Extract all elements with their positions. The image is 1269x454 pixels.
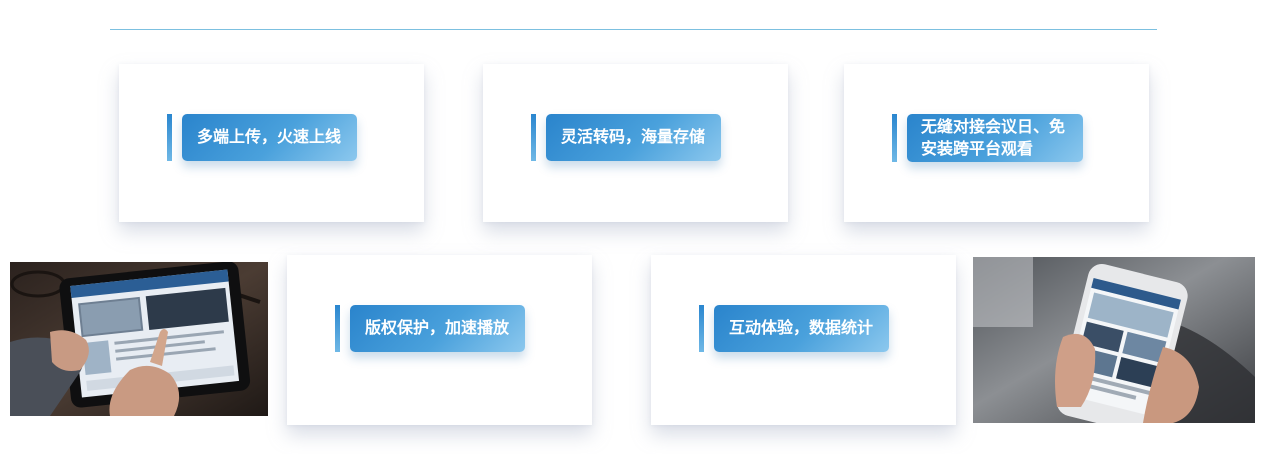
feature-title: 灵活转码，海量存储: [546, 114, 722, 161]
feature-label: 无缝对接会议日、免安装跨平台观看: [892, 114, 1083, 162]
accent-bar: [699, 305, 704, 352]
tablet-photo: [10, 262, 268, 416]
accent-bar: [167, 114, 172, 161]
feature-card-meeting: 无缝对接会议日、免安装跨平台观看: [844, 64, 1149, 222]
feature-label: 多端上传，火速上线: [167, 114, 358, 161]
accent-bar: [531, 114, 536, 161]
feature-label: 互动体验，数据统计: [699, 305, 890, 352]
feature-title: 版权保护，加速播放: [350, 305, 526, 352]
feature-label: 版权保护，加速播放: [335, 305, 526, 352]
accent-bar: [892, 114, 897, 162]
phone-illustration: [973, 257, 1255, 423]
feature-title: 互动体验，数据统计: [714, 305, 890, 352]
feature-card-upload: 多端上传，火速上线: [119, 64, 424, 222]
feature-card-copyright: 版权保护，加速播放: [287, 255, 592, 425]
accent-bar: [335, 305, 340, 352]
feature-label: 灵活转码，海量存储: [531, 114, 722, 161]
feature-title: 无缝对接会议日、免安装跨平台观看: [907, 114, 1083, 162]
phone-photo: [973, 257, 1255, 423]
section-divider: [110, 29, 1157, 30]
tablet-illustration: [10, 262, 268, 416]
feature-card-interaction: 互动体验，数据统计: [651, 255, 956, 425]
feature-card-transcode: 灵活转码，海量存储: [483, 64, 788, 222]
feature-title: 多端上传，火速上线: [182, 114, 358, 161]
